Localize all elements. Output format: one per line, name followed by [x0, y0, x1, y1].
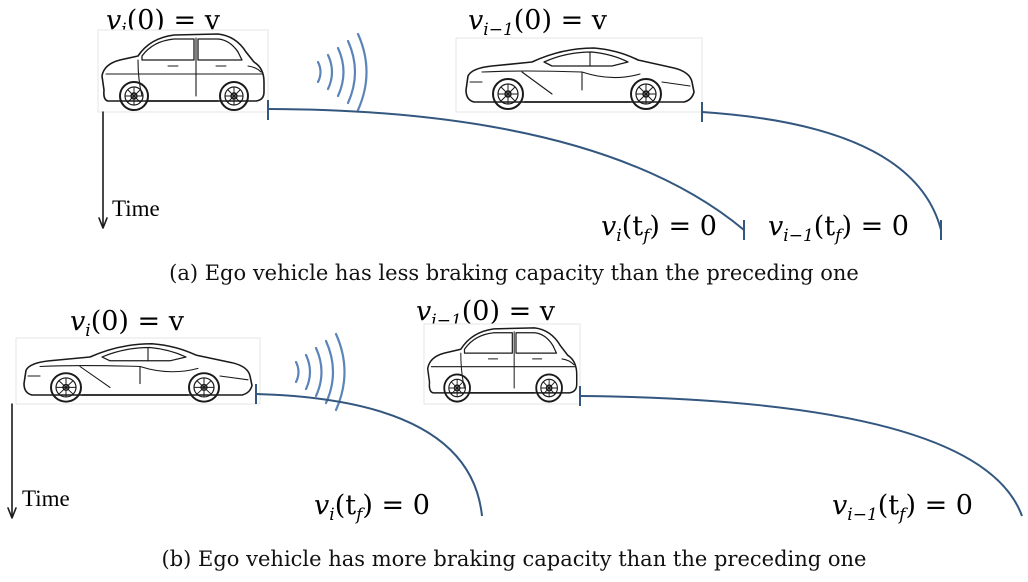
- lead-final-speed-label: vi−1(tf) = 0: [832, 490, 973, 525]
- ego-braking-trajectory: [267, 100, 745, 240]
- panel-a-caption: (a) Ego vehicle has less braking capacit…: [169, 261, 859, 285]
- ego-final-speed-label: vi(tf) = 0: [314, 490, 430, 525]
- wireless-signal-icon: [316, 32, 368, 112]
- ego-vehicle-sports-car-icon: [15, 337, 261, 405]
- lead-final-speed-label: vi−1(tf) = 0: [768, 211, 909, 246]
- time-axis-label: Time: [112, 196, 160, 221]
- lead-vehicle-hatchback-icon: [423, 323, 581, 405]
- panel-a: vi(0) = v vi−1(0) = v Time: [97, 5, 942, 285]
- panel-b: vi(0) = v vi−1(0) = v Time: [7, 296, 1023, 571]
- ego-initial-speed-label: vi(0) = v: [106, 5, 221, 40]
- lead-braking-trajectory: [701, 102, 942, 240]
- time-axis-label: Time: [22, 486, 70, 511]
- lead-vehicle-sports-car-icon: [455, 37, 703, 113]
- panel-b-caption: (b) Ego vehicle has more braking capacit…: [162, 547, 867, 571]
- time-arrow: [7, 403, 17, 519]
- time-arrow: [98, 111, 108, 229]
- ego-braking-trajectory: [255, 384, 483, 517]
- lead-initial-speed-label: vi−1(0) = v: [468, 5, 608, 40]
- lead-braking-trajectory: [579, 386, 1023, 517]
- ego-final-speed-label: vi(tf) = 0: [601, 211, 717, 246]
- ego-vehicle-hatchback-icon: [97, 29, 269, 113]
- ego-initial-speed-label: vi(0) = v: [70, 306, 185, 341]
